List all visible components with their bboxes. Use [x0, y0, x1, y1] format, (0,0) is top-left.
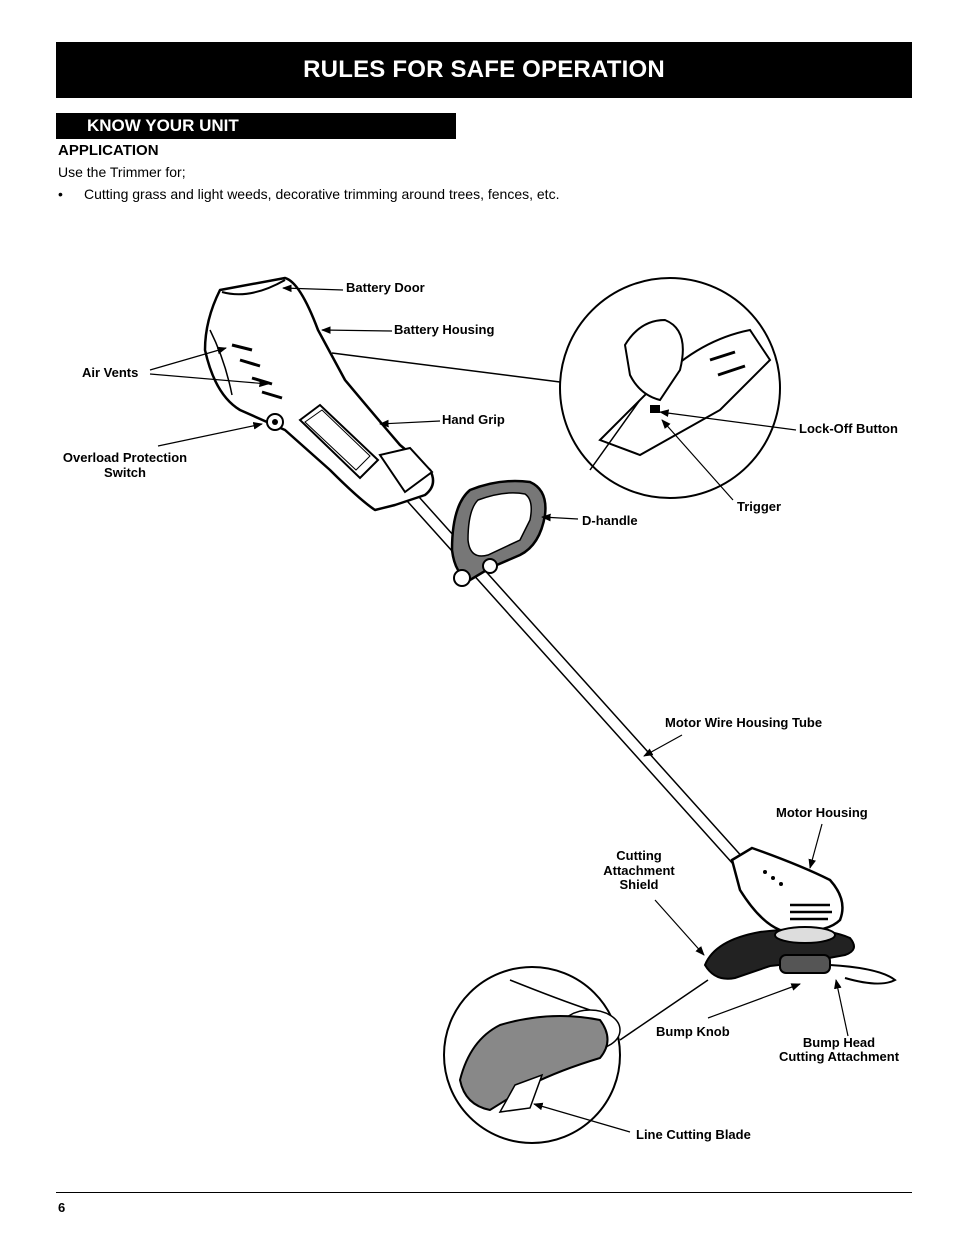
page-title: RULES FOR SAFE OPERATION — [303, 56, 665, 83]
overload-switch — [266, 413, 284, 431]
label-line-cutting-blade: Line Cutting Blade — [636, 1127, 751, 1142]
label-d-handle: D-handle — [582, 513, 638, 528]
bullet-text: Cutting grass and light weeds, decorativ… — [84, 186, 560, 202]
blade-inset — [443, 966, 709, 1144]
label-shield-line2: Attachment — [603, 863, 675, 878]
section-header: KNOW YOUR UNIT — [56, 113, 456, 139]
label-battery-door: Battery Door — [346, 280, 425, 295]
label-trigger: Trigger — [737, 499, 781, 514]
page-number: 6 — [58, 1200, 66, 1215]
label-battery-housing: Battery Housing — [394, 322, 494, 337]
leader-lines — [149, 284, 849, 1133]
label-shield-line3: Shield — [619, 877, 658, 892]
label-bump-head-line2: Cutting Attachment — [779, 1049, 900, 1064]
battery-housing-body — [203, 276, 435, 512]
footer-divider — [56, 1192, 912, 1193]
label-motor-housing: Motor Housing — [776, 805, 868, 820]
application-bullet: • Cutting grass and light weeds, decorati… — [58, 186, 559, 202]
label-shield-line1: Cutting — [616, 848, 662, 863]
application-heading: APPLICATION — [58, 142, 159, 159]
application-intro: Use the Trimmer for; — [58, 164, 186, 180]
label-overload-line1: Overload Protection — [63, 450, 187, 465]
page-title-bar: RULES FOR SAFE OPERATION — [56, 42, 912, 98]
bullet-symbol: • — [58, 186, 63, 202]
trigger-inset — [331, 277, 781, 499]
d-handle — [450, 479, 547, 587]
bump-head — [774, 926, 897, 985]
label-motor-wire-housing-tube: Motor Wire Housing Tube — [665, 715, 822, 730]
label-air-vents: Air Vents — [82, 365, 138, 380]
label-hand-grip: Hand Grip — [442, 412, 505, 427]
label-lock-off-button: Lock-Off Button — [799, 421, 898, 436]
section-title: KNOW YOUR UNIT — [87, 116, 239, 135]
label-bump-head-line1: Bump Head — [803, 1035, 875, 1050]
label-overload-line2: Switch — [104, 465, 146, 480]
label-bump-knob: Bump Knob — [656, 1024, 730, 1039]
motor-housing — [730, 846, 844, 933]
